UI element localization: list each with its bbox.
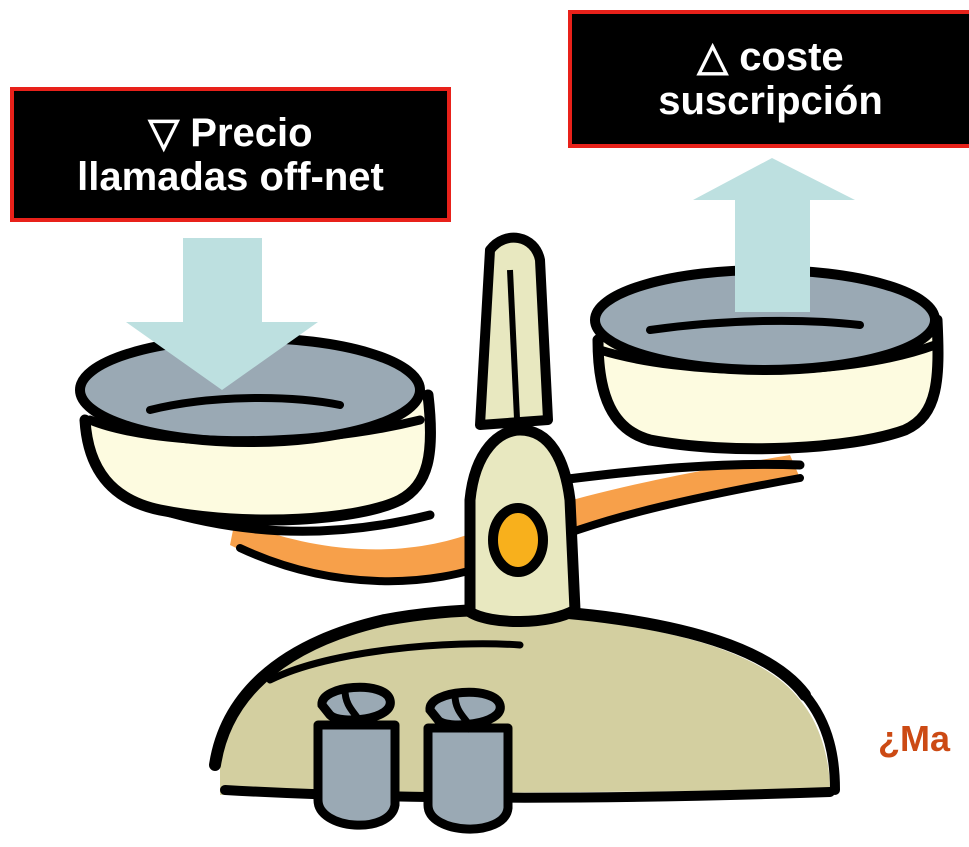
price-offnet-label: ▽ Precio llamadas off-net	[10, 87, 451, 222]
down-triangle-icon: ▽	[148, 110, 180, 155]
price-offnet-line1: ▽ Precio	[14, 111, 447, 155]
scale-base	[209, 603, 840, 803]
down-arrow-icon	[126, 238, 318, 390]
price-label-text: Precio	[190, 110, 313, 155]
subscription-label-text: suscripción	[658, 79, 883, 123]
scale-weights	[313, 682, 513, 834]
subscription-cost-label: △ coste suscripción	[568, 10, 969, 148]
right-pan	[590, 265, 944, 455]
up-triangle-icon: △	[697, 35, 729, 79]
up-arrow-icon	[693, 158, 855, 312]
offnet-label-text: llamadas off-net	[77, 154, 384, 199]
question-text: ¿Ma	[878, 718, 950, 759]
scale-pillar	[464, 232, 581, 627]
left-pan	[75, 333, 437, 526]
cost-label-text: coste	[739, 35, 844, 79]
subscription-cost-line1: △ coste	[572, 35, 969, 79]
